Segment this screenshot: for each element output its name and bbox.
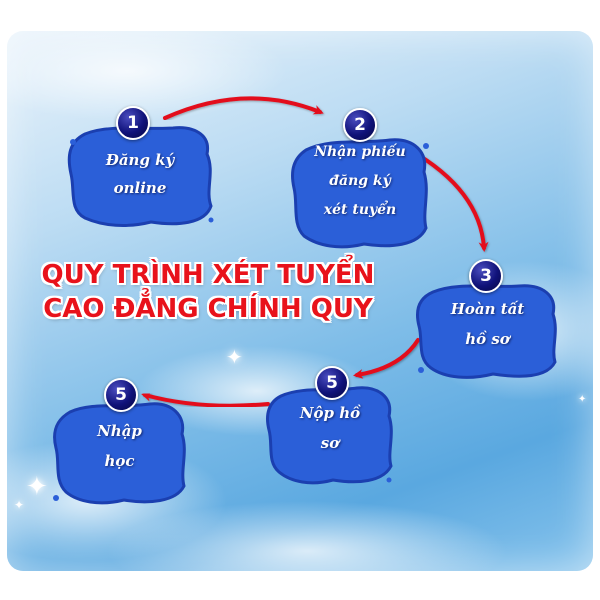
sparkle-icon: ✦ <box>578 394 587 405</box>
step-4-submit-profile: Nộp hồ sơ <box>265 382 395 487</box>
step-number-badge: 2 <box>343 108 377 142</box>
step-label-line: xét tuyển <box>323 202 397 218</box>
sparkle-icon: ✦ <box>226 345 243 369</box>
sparkle-icon: ✦ <box>14 498 25 512</box>
step-label-line: Nộp hồ <box>299 404 361 422</box>
title-line-1: QUY TRÌNH XÉT TUYỂN <box>41 260 375 290</box>
ink-blob-shape <box>53 402 186 505</box>
step-number-badge: 1 <box>116 106 150 140</box>
curved-arrow-icon <box>163 96 324 120</box>
step-5-enroll: Nhập học <box>52 398 187 506</box>
step-label-line: sơ <box>320 434 340 452</box>
step-number-badge: 5 <box>104 378 138 412</box>
step-label-line: Hoàn tất <box>450 300 525 318</box>
step-3-complete-profile: Hoàn tất hồ sơ <box>415 280 560 380</box>
title-line-2: CAO ĐẲNG CHÍNH QUY <box>43 294 373 324</box>
step-number-badge: 3 <box>469 259 503 293</box>
step-2-receive-form: Nhận phiếu đăng ký xét tuyển <box>290 132 430 252</box>
ink-blob-shape <box>416 284 557 379</box>
ink-blob-shape <box>67 126 214 227</box>
step-1-register-online: Đăng ký online <box>65 120 215 230</box>
diagram-title: QUY TRÌNH XÉT TUYỂN CAO ĐẲNG CHÍNH QUY <box>18 258 398 326</box>
step-label-line: online <box>113 179 167 197</box>
ink-blob-shape <box>266 386 393 485</box>
step-label-line: học <box>104 452 135 470</box>
step-number-badge: 5 <box>315 366 349 400</box>
sparkle-icon: ✦ <box>26 472 48 502</box>
curved-arrow-icon <box>141 391 270 408</box>
curved-arrow-icon <box>353 338 420 379</box>
step-label-line: hồ sơ <box>465 330 510 348</box>
step-label-line: đăng ký <box>329 173 391 189</box>
step-label-line: Nhập <box>97 422 142 440</box>
ink-blob-shape <box>291 138 429 249</box>
step-label-line: Nhận phiếu <box>314 144 406 160</box>
step-label-line: Đăng ký <box>105 151 175 169</box>
